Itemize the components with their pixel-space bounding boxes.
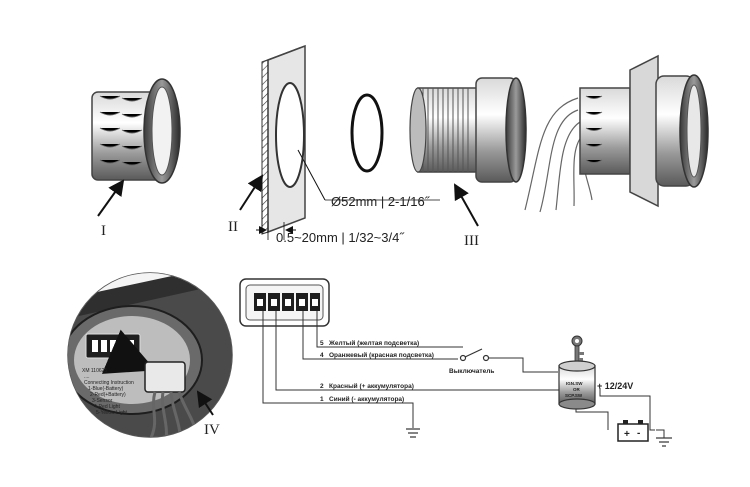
connector-pins <box>254 293 320 311</box>
inset-text-line6: 3-Sensor <box>92 398 113 404</box>
battery-plus: + <box>624 429 630 440</box>
bezel-ring-illustration <box>91 78 181 217</box>
label-part-ii: II <box>228 219 238 235</box>
wire-4-pin: 4 <box>320 352 324 359</box>
wire-2-pin: 2 <box>320 383 324 390</box>
connector-detail-inset: XM 110625 .... Connecting Instruction 1-… <box>67 272 233 438</box>
wire-5-label: Желтый (желтая подсветка) <box>328 339 419 347</box>
battery-symbol <box>617 420 649 442</box>
wiring-diagram <box>239 278 672 447</box>
inset-text-line3: Connecting Instruction <box>84 380 134 386</box>
supply-voltage-label: + 12/24V <box>597 381 633 391</box>
switch-label: Выключатель <box>449 368 494 375</box>
ignition-label-line3: SCP.SW <box>565 393 583 398</box>
wire-2-label: Красный (+ аккумулятора) <box>329 382 414 390</box>
inset-text-line2: .... <box>84 374 90 380</box>
wire-1-pin: 1 <box>320 396 324 403</box>
key-icon <box>571 335 584 365</box>
hole-diameter-dimension: Ø52mm | 2-1/16˝ <box>331 194 431 209</box>
ignition-label-line1: IGN.SW <box>566 381 583 386</box>
ground-symbol-right <box>656 437 672 447</box>
ignition-label-line2: OR <box>573 387 581 392</box>
battery-minus: - <box>637 428 640 439</box>
label-part-i: I <box>101 223 106 239</box>
inset-text-line4: 1-Blue(-Battery) <box>88 386 124 392</box>
panel-thickness-dimension: 0.5~20mm | 1/32~3/4˝ <box>276 230 405 245</box>
o-ring-illustration <box>350 93 384 173</box>
wire-1-label: Синий (- аккумулятора) <box>329 395 404 403</box>
inset-text-line5: 2-Red(+Battery) <box>90 392 126 398</box>
ground-symbol-left <box>406 428 420 438</box>
label-part-iv: IV <box>204 422 220 438</box>
threaded-nut-illustration <box>409 77 527 227</box>
inset-text-line7: 4-Red Light <box>94 404 120 410</box>
assembled-gauge-illustration <box>524 54 709 213</box>
wire-4-label: Оранжевый (красная подсветка) <box>329 351 434 359</box>
wire-5-pin: 5 <box>320 340 324 347</box>
switch-symbol <box>459 348 490 362</box>
mounting-panel-illustration <box>239 44 440 240</box>
ignition-switch-cylinder <box>558 360 596 410</box>
inset-text-line8: 5-Yellow Light <box>96 410 128 416</box>
inset-text-line1: XM 110625 <box>82 368 107 374</box>
label-part-iii: III <box>464 233 479 249</box>
